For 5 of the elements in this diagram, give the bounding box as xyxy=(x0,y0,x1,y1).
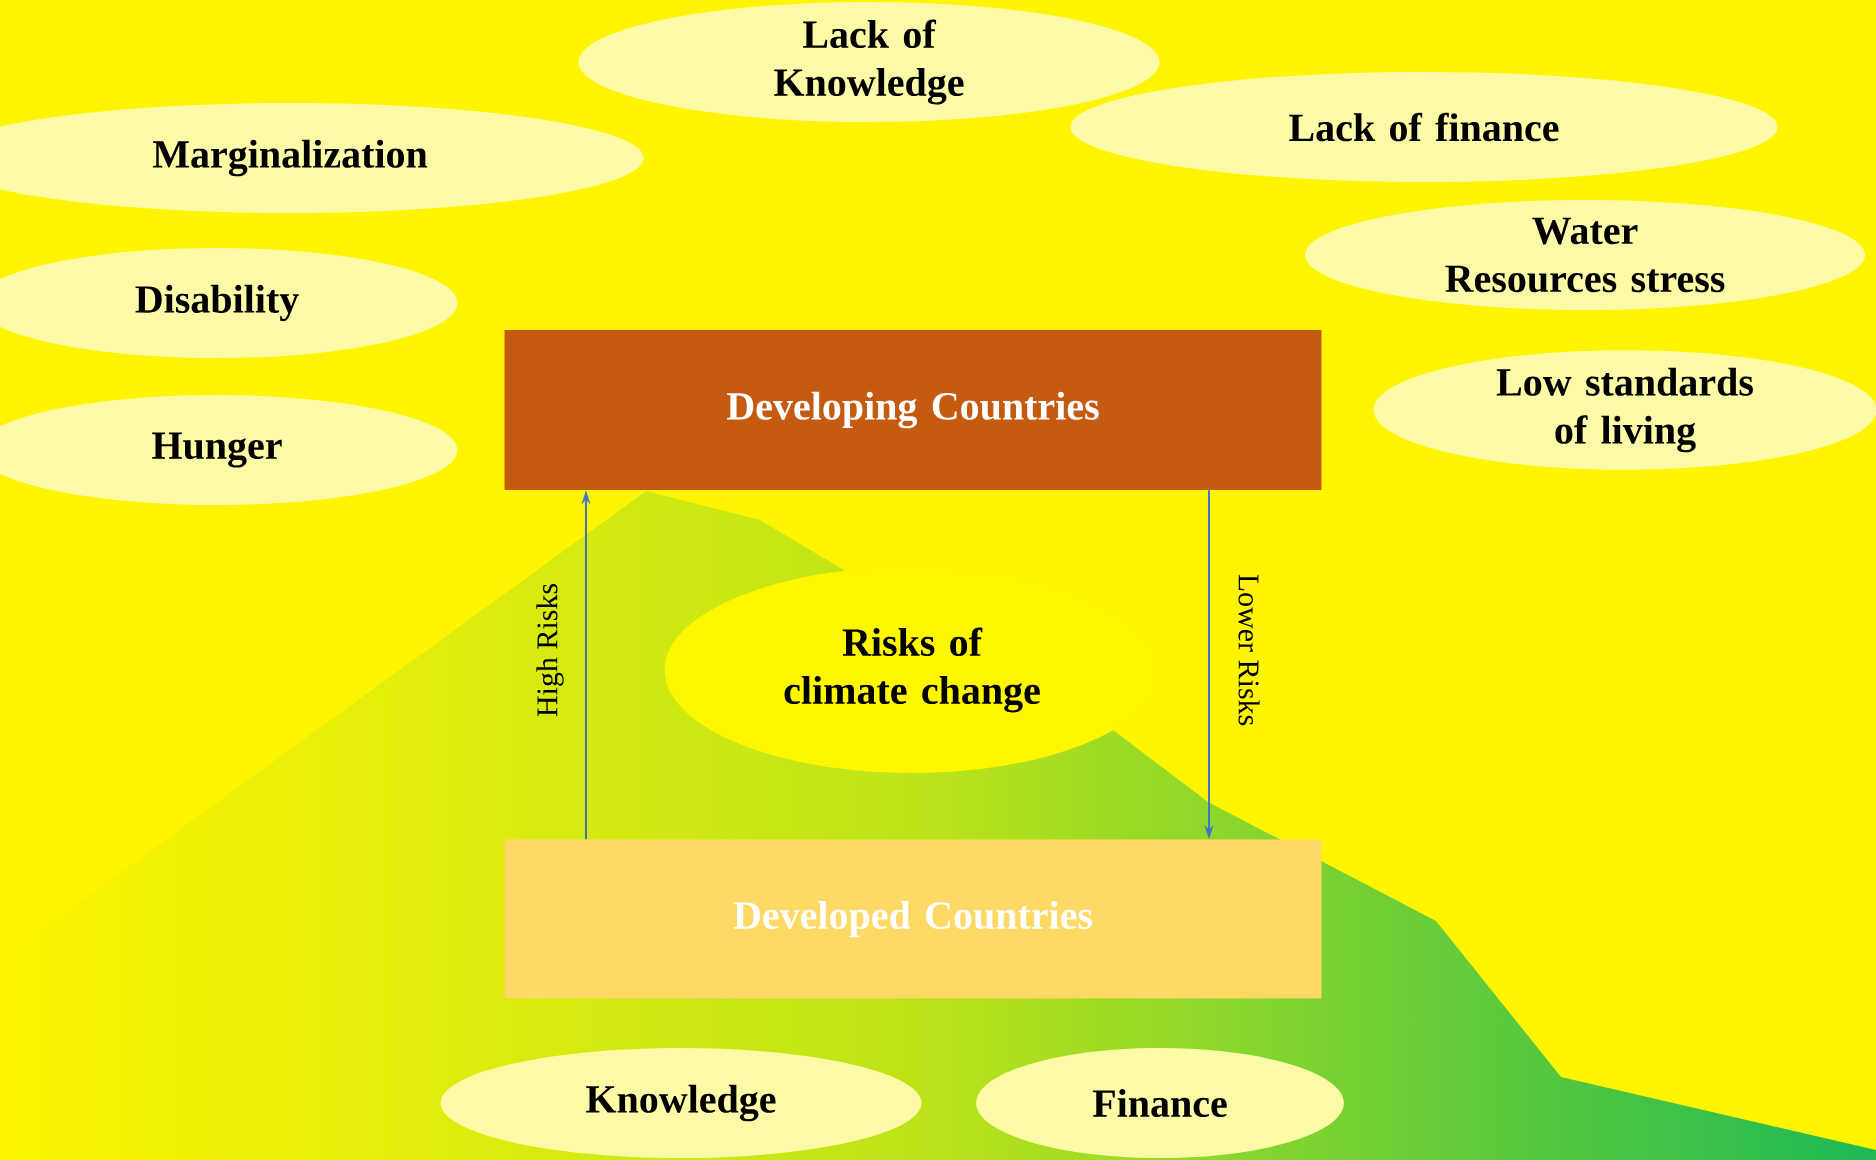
edge-label: Lower Risks xyxy=(1238,574,1260,726)
group-box: Developed Countries xyxy=(504,839,1322,999)
node-label: Risks of climate change xyxy=(784,627,1040,713)
group-box: Developing Countries xyxy=(504,330,1322,490)
edge-label: High Risks xyxy=(536,584,564,717)
